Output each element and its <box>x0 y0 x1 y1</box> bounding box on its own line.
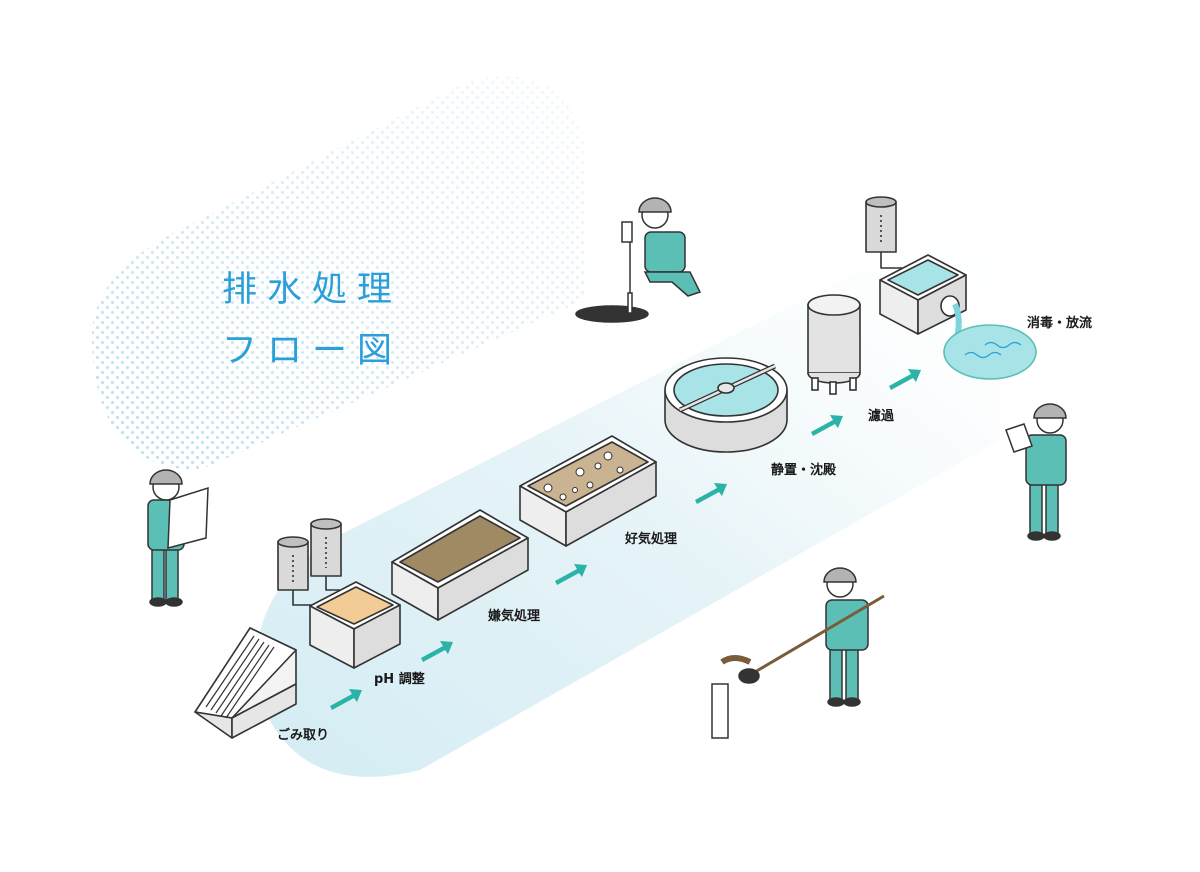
filtration-tank <box>807 294 861 395</box>
chemical-cylinder-1-icon <box>277 536 309 591</box>
bar-screen-unit <box>194 627 297 739</box>
dotted-background-pill <box>91 76 585 470</box>
settling-clarifier <box>664 357 788 453</box>
chemical-cylinder-2-icon <box>310 518 342 577</box>
flow-arrow-2 <box>421 641 453 662</box>
flow-arrows <box>330 369 921 710</box>
flow-arrow-3 <box>555 564 587 585</box>
aerobic-tank <box>519 435 657 547</box>
step-label-filtration: 濾過 <box>868 409 895 424</box>
flow-arrow-5 <box>811 415 843 436</box>
step-label-screen: ごみ取り <box>277 728 330 743</box>
diagram-title-line-2: フロー図 <box>222 331 403 371</box>
worker-reading-plan <box>147 469 209 607</box>
step-label-aerobic: 好気処理 <box>625 532 678 547</box>
flow-arrow-1 <box>330 689 362 710</box>
disinfection-unit <box>865 196 1037 380</box>
ph-adjust-unit <box>277 518 401 669</box>
diagram-title-line-1: 排水処理 <box>222 270 403 310</box>
worker-with-tablet <box>1005 403 1067 541</box>
worker-with-sampling-pole <box>711 567 885 739</box>
step-label-settling: 静置・沈殿 <box>771 463 837 478</box>
disinfectant-cylinder-icon <box>865 196 897 253</box>
step-label-discharge: 消毒・放流 <box>1027 316 1093 331</box>
step-label-ph: pH 調整 <box>374 672 425 687</box>
anaerobic-tank <box>391 509 529 621</box>
worker-sampling-manhole <box>575 197 702 323</box>
flow-arrow-6 <box>889 369 921 390</box>
flow-arrow-4 <box>695 483 727 504</box>
step-label-anaerobic: 嫌気処理 <box>488 609 541 624</box>
